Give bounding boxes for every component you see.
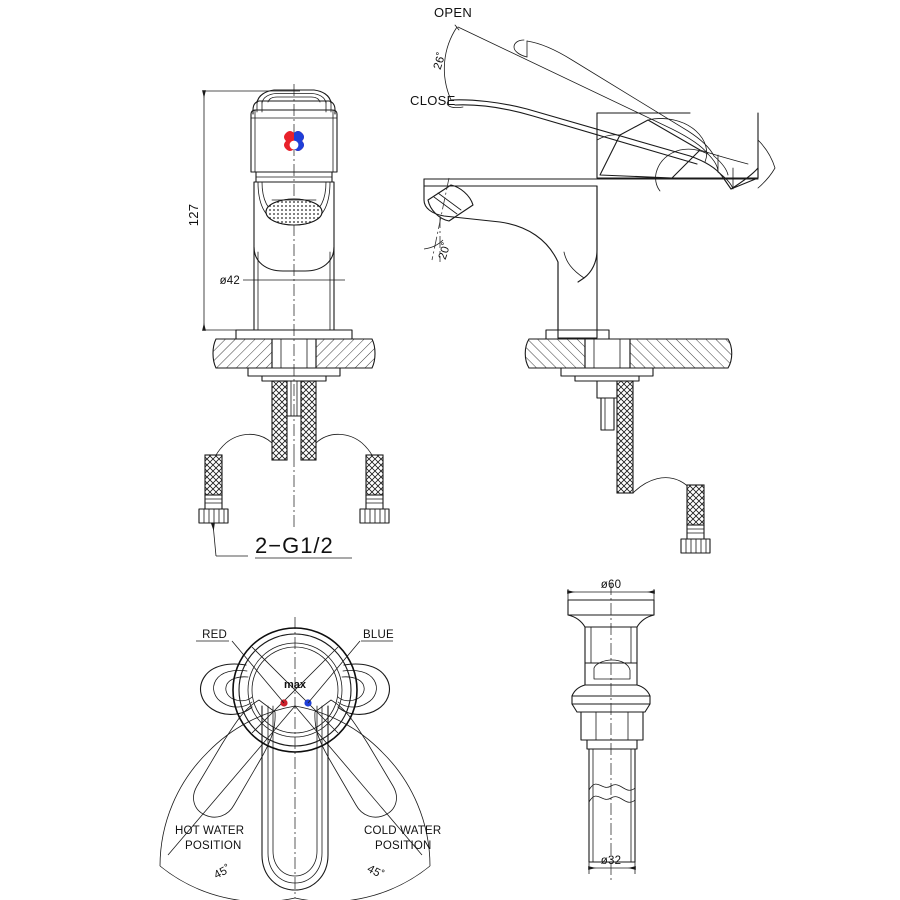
spout-plan-body [261,705,329,891]
break-line-lower [588,795,636,803]
break-line-upper [588,783,636,791]
cold-water-line2: POSITION [375,840,432,852]
side-body-column [545,329,610,340]
spout-aerator-20deg: 20˚ [423,177,474,262]
thread-callout: 2−G1/2 [211,523,352,559]
radial-left [167,705,296,856]
counter-section-hatched [212,338,376,382]
swing-arc-left [159,751,209,867]
drain-top-diameter-label: ø60 [601,579,621,591]
handle-body [250,109,338,173]
hot-water-line2: POSITION [185,840,242,852]
lever-hot-position-ghost [193,699,276,818]
spout-front-body [253,181,335,272]
drain-tailpiece [588,748,636,863]
blue-callout: BLUE [307,629,394,704]
angle-right-label: 45˚ [365,863,386,882]
body-top-plate [423,178,759,187]
drain-collar [571,684,651,713]
dimension-height-label: 127 [186,204,201,227]
angle-left-label: 45˚ [212,863,233,882]
swing-arc-right-2 [381,751,431,867]
swing-arc-left-2 [207,705,296,753]
thread-callout-label: 2−G1/2 [255,533,334,558]
dimension-diameter-42: ø42 [220,275,345,287]
counter-section-hatched-right [524,338,733,382]
cold-water-line1: COLD WATER [364,825,441,837]
drain-bottom-diameter-label: ø32 [601,855,621,867]
hot-water-line1: HOT WATER [175,825,244,837]
red-callout: RED [196,629,285,704]
top-plan-view: max RED BLUE HOT WATER POSITION COLD WAT… [159,617,441,900]
front-elevation-view: 127 ø42 [186,84,390,559]
lever-cold-position-ghost [314,699,397,818]
spout-side-profile [423,185,598,331]
handle-hub [596,112,776,190]
lever-close-position [446,99,732,190]
red-callout-label: RED [202,629,227,641]
hose-right [315,433,390,524]
hot-cold-indicator [284,131,304,151]
cap-max-label: max [284,679,307,691]
lever-open-position [457,26,734,192]
side-elevation-view: OPEN CLOSE 26˚ [410,5,776,554]
drain-hex-nut [580,711,644,750]
lever-travel-arc [443,26,458,101]
handle-ring-left [199,663,253,715]
swing-arc-right [294,705,383,753]
dimension-diameter-label: ø42 [220,275,240,287]
handle-ring-right [337,663,391,715]
cap-diagonals [251,646,339,734]
hose-left [198,433,273,524]
open-label: OPEN [434,5,472,20]
dimension-drain-top-60: ø60 [567,579,655,600]
pop-up-drain-view: ø60 [567,579,655,880]
side-braided-hose [616,380,711,554]
blue-callout-label: BLUE [363,629,394,641]
braided-hose-pair [271,380,317,461]
cold-water-position-label: COLD WATER POSITION [364,825,441,852]
handle-cap-circles [232,627,358,753]
close-label: CLOSE [410,93,456,108]
lever-angle-label: 26˚ [432,51,449,71]
shank-nut [596,380,618,431]
swing-arc-bottom-right [294,865,431,900]
drain-body-upper [584,626,638,686]
radial-right [294,705,423,856]
spout-angle-label: 20˚ [437,241,454,261]
swing-arc-bottom-left [159,865,296,900]
dimension-height-127: 127 [186,90,300,331]
hot-water-position-label: HOT WATER POSITION [175,825,244,852]
dimension-drain-bottom-32: ø32 [588,855,636,874]
